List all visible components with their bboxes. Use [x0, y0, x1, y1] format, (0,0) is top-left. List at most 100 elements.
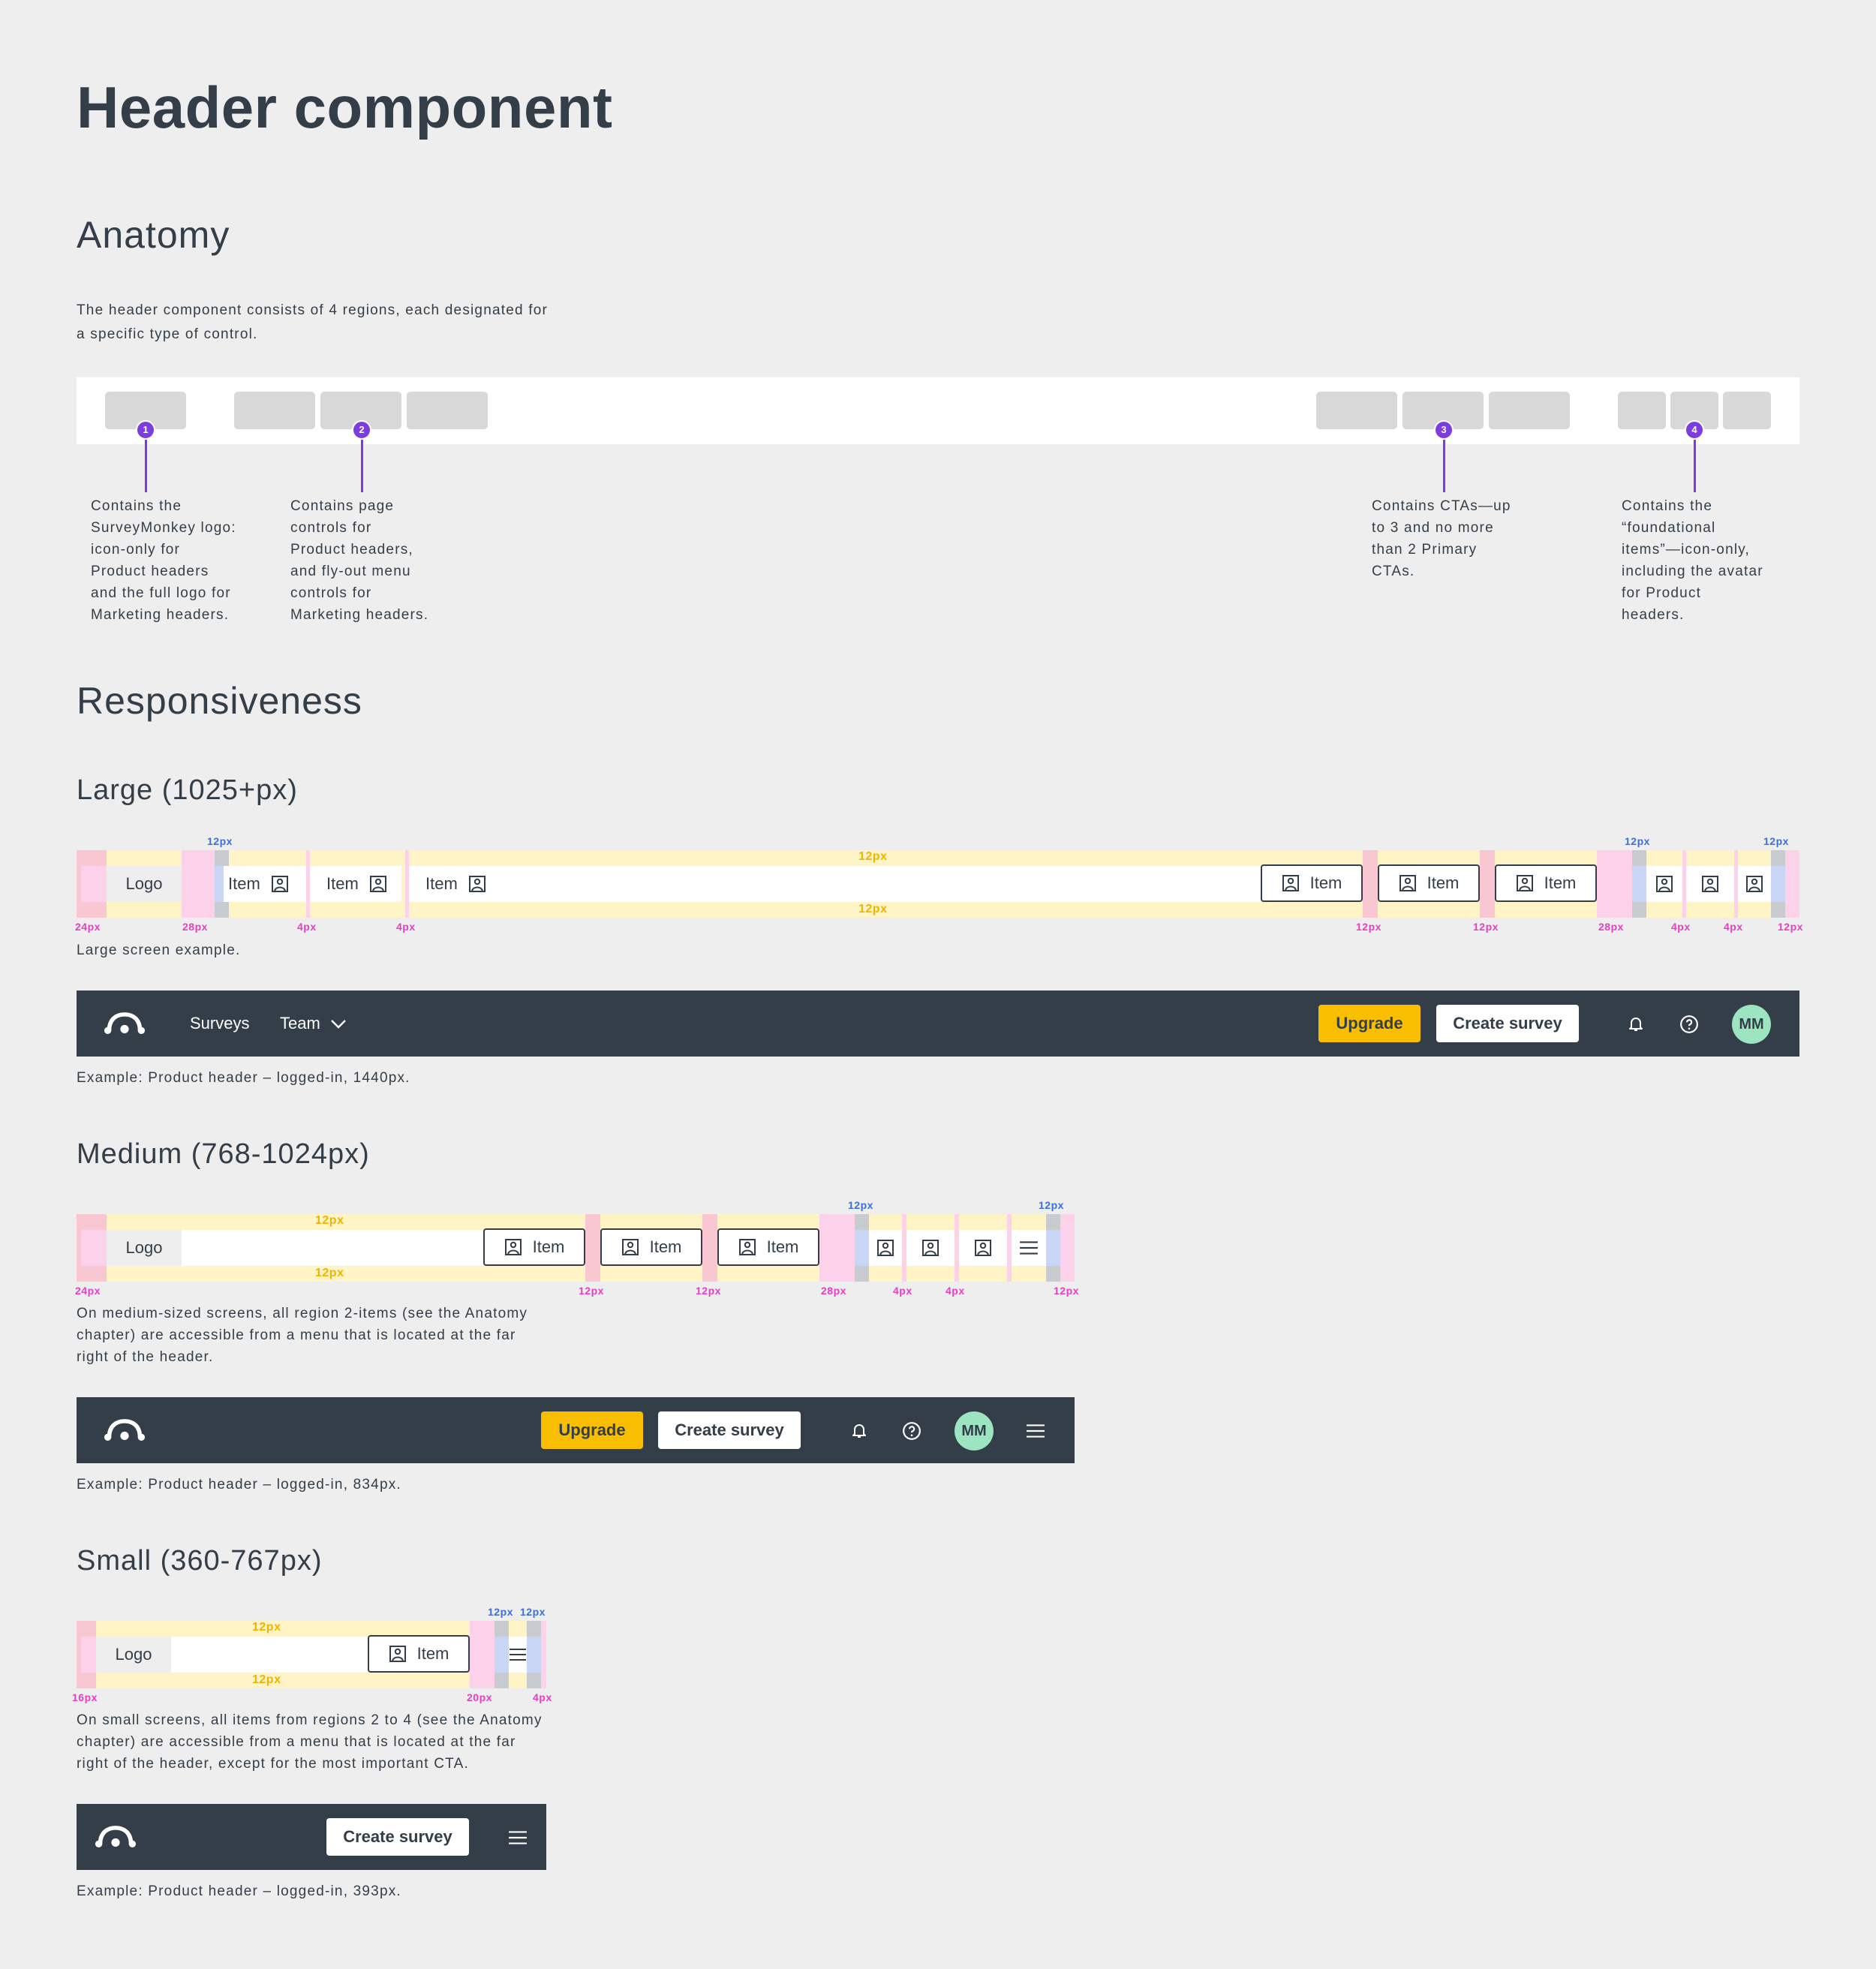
responsiveness-heading: Responsiveness: [77, 680, 362, 722]
gap-12px: [702, 1214, 717, 1282]
region-1-description: Contains the SurveyMonkey logo: icon-onl…: [91, 498, 236, 623]
region-3-placeholder: [1489, 392, 1570, 429]
image-icon: [738, 1238, 756, 1256]
bell-icon[interactable]: [1627, 1015, 1645, 1033]
cta-item: Item: [600, 1228, 702, 1266]
upgrade-button[interactable]: Upgrade: [1318, 1005, 1421, 1042]
spacing-label: 12px: [520, 1606, 546, 1618]
bell-icon[interactable]: [850, 1421, 868, 1439]
product-header-small: [77, 1804, 546, 1870]
empty-region: [171, 1637, 368, 1673]
nav-team[interactable]: Team: [280, 1014, 347, 1033]
icon-item: [1738, 866, 1771, 902]
create-survey-button[interactable]: Create survey: [658, 1411, 801, 1449]
nav-item: Item: [310, 866, 401, 902]
spacing-label: 12px: [315, 1214, 344, 1227]
image-icon: [921, 1239, 940, 1257]
surveymonkey-logo-icon[interactable]: [93, 1822, 138, 1852]
inner-padding-fill: [1632, 866, 1646, 902]
small-heading: Small (360-767px): [77, 1545, 323, 1577]
surveymonkey-logo-icon[interactable]: [102, 1415, 147, 1445]
nav-surveys[interactable]: Surveys: [190, 1014, 250, 1033]
spacing-label: 24px: [75, 1285, 101, 1297]
cta-item: Item: [1378, 864, 1480, 902]
image-icon: [1399, 874, 1417, 892]
spacing-label: 12px: [252, 1621, 281, 1634]
inner-padding-fill: [527, 1637, 541, 1673]
gap-4px: [1682, 850, 1686, 918]
spacing-label: 12px: [1473, 921, 1499, 933]
menu-icon[interactable]: [1026, 1421, 1045, 1441]
gap-4px: [306, 850, 310, 918]
spacing-label: 12px: [1778, 921, 1803, 933]
spacing-label: 12px: [252, 1673, 281, 1686]
image-icon: [1516, 874, 1534, 892]
inner-padding-fill: [855, 1230, 869, 1266]
region-4-placeholder: [1618, 392, 1666, 429]
spacing-label: 12px: [1039, 1199, 1064, 1211]
logo-placeholder: Logo: [107, 866, 182, 902]
region-2-marker: 2: [352, 420, 371, 440]
menu-icon: [509, 1637, 527, 1673]
inner-padding-fill: [495, 1637, 509, 1673]
large-example-caption: Example: Product header – logged-in, 144…: [77, 1070, 410, 1086]
left-padding-inner: [81, 1637, 96, 1673]
region-3-line: [1443, 431, 1445, 492]
region-1-line: [145, 431, 147, 492]
inner-padding-fill: [1771, 866, 1785, 902]
logo-placeholder: Logo: [107, 1230, 182, 1266]
spacing-label: 12px: [1054, 1285, 1079, 1297]
icon-item: [1686, 866, 1734, 902]
medium-example-caption: Example: Product header – logged-in, 834…: [77, 1477, 401, 1493]
image-icon: [1282, 874, 1300, 892]
medium-heading: Medium (768-1024px): [77, 1138, 370, 1170]
menu-icon: [1012, 1230, 1046, 1266]
image-icon: [271, 875, 289, 893]
spacing-label: 12px: [207, 835, 233, 847]
nav-item: Item: [224, 866, 311, 902]
gap-4px: [1007, 1214, 1012, 1282]
region-3-placeholder: [1316, 392, 1397, 429]
gap-28px: [819, 1214, 855, 1282]
image-icon: [1655, 875, 1673, 893]
gap-28px: [1597, 850, 1632, 918]
spacing-label: 12px: [579, 1285, 604, 1297]
gap-4px: [902, 1214, 906, 1282]
spacing-label: 4px: [533, 1691, 552, 1703]
menu-icon[interactable]: [508, 1828, 528, 1847]
gap-4px: [955, 1214, 959, 1282]
anatomy-intro: The header component consists of 4 regio…: [77, 302, 549, 342]
gap-12px: [1363, 850, 1378, 918]
spacing-label: 4px: [1724, 921, 1743, 933]
region-4-marker: 4: [1685, 420, 1704, 440]
gap-4px: [1734, 850, 1738, 918]
region-2-placeholder: [407, 392, 488, 429]
image-icon: [1701, 875, 1719, 893]
gap-12px: [585, 1214, 600, 1282]
create-survey-button[interactable]: Create survey: [1436, 1005, 1579, 1042]
gap-4px: [405, 850, 409, 918]
spacing-label: 4px: [1671, 921, 1691, 933]
spacing-label: 4px: [297, 921, 317, 933]
right-padding: [1060, 1214, 1075, 1282]
spacing-label: 12px: [488, 1606, 513, 1618]
avatar[interactable]: MM: [955, 1411, 994, 1450]
empty-region: [182, 1230, 483, 1266]
inner-padding-fill: [1046, 1230, 1060, 1266]
page-title: Header component: [77, 74, 613, 140]
surveymonkey-logo-icon[interactable]: [102, 1009, 147, 1039]
region-4-description: Contains the “foundational items”—icon-o…: [1622, 498, 1763, 623]
avatar[interactable]: MM: [1732, 1005, 1771, 1044]
left-padding-inner: [81, 1230, 107, 1266]
create-survey-button[interactable]: Create survey: [326, 1818, 469, 1856]
spacing-label: 12px: [1356, 921, 1381, 933]
help-icon[interactable]: [1679, 1015, 1699, 1034]
upgrade-button[interactable]: Upgrade: [541, 1411, 643, 1449]
spacing-label: 4px: [396, 921, 416, 933]
spacing-label: 12px: [858, 903, 888, 915]
chevron-down-icon: [329, 1015, 347, 1033]
anatomy-heading: Anatomy: [77, 214, 230, 256]
help-icon[interactable]: [902, 1421, 921, 1441]
icon-item: [906, 1230, 955, 1266]
spacing-label: 28px: [821, 1285, 846, 1297]
